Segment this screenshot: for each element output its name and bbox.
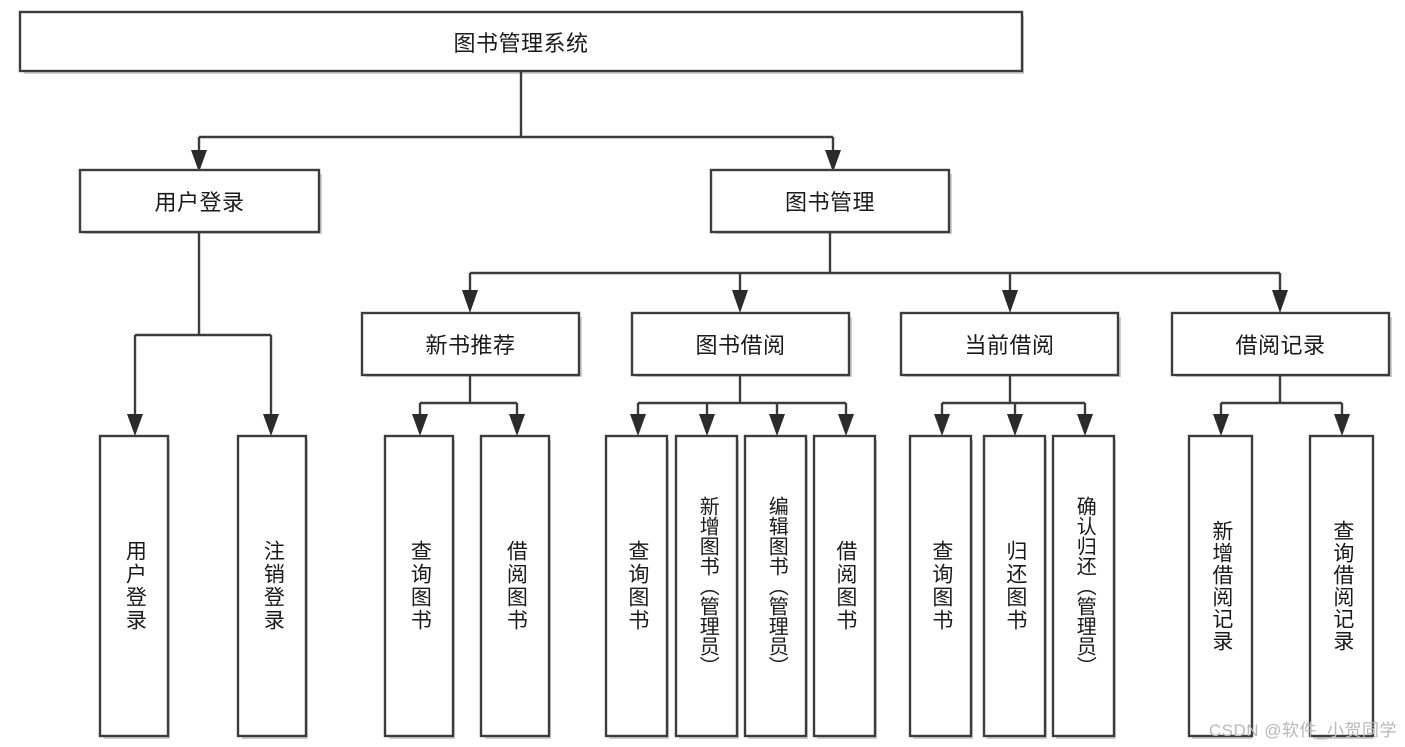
node-leaf-borrow-book-2[interactable] — [812, 434, 877, 738]
node-current-borrow[interactable] — [899, 311, 1120, 377]
node-new-book-recommend[interactable] — [360, 311, 581, 377]
node-book-borrow[interactable] — [630, 311, 851, 377]
node-borrow-record[interactable] — [1170, 311, 1391, 377]
node-leaf-borrow-book-1[interactable] — [479, 434, 551, 738]
connector-edges — [133, 70, 1344, 414]
node-leaf-query-book-3[interactable] — [908, 434, 973, 738]
node-root[interactable] — [18, 10, 1024, 73]
node-leaf-query-book-2[interactable] — [604, 434, 669, 738]
arrow-heads — [127, 150, 1350, 436]
node-leaf-query-book-1[interactable] — [383, 434, 455, 738]
node-leaf-add-record[interactable] — [1187, 434, 1254, 738]
node-user-login[interactable] — [78, 168, 321, 234]
node-book-manage[interactable] — [709, 168, 951, 234]
node-leaf-query-record[interactable] — [1308, 434, 1375, 738]
node-boxes — [18, 10, 1391, 738]
node-leaf-return-book[interactable] — [982, 434, 1047, 738]
node-leaf-user-logout[interactable] — [236, 434, 308, 738]
node-leaf-edit-book[interactable] — [743, 434, 808, 738]
node-leaf-add-book[interactable] — [674, 434, 739, 738]
node-leaf-user-login[interactable] — [98, 434, 170, 738]
node-leaf-confirm-return[interactable] — [1051, 434, 1116, 738]
